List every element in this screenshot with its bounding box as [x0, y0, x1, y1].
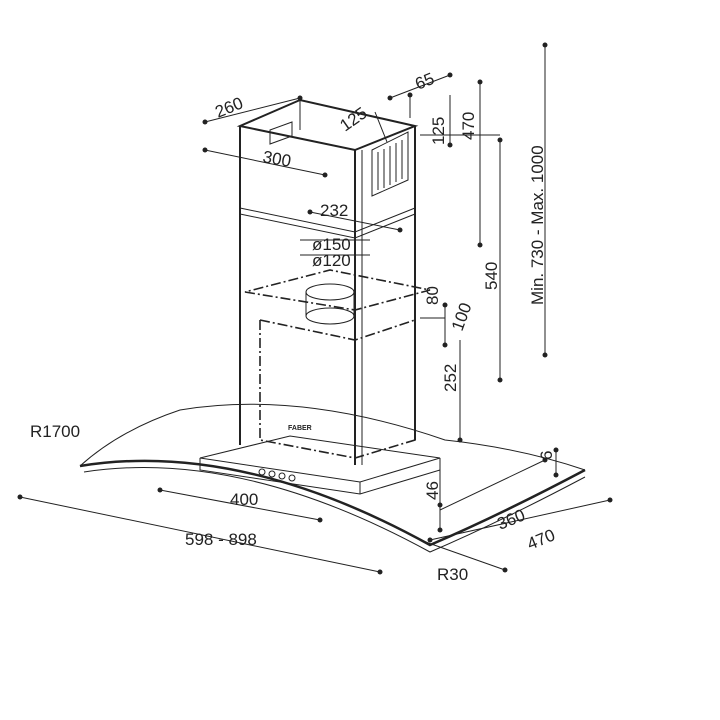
label-glass-width: 598 - 898: [185, 530, 257, 549]
label-chimney-width: 300: [261, 147, 292, 171]
vent-slots: [269, 121, 409, 197]
label-glass-depth: 470: [524, 525, 557, 553]
dimension-labels: 260 300 125 65 125 470 Min. 730 - Max. 1…: [30, 69, 558, 584]
glass-canopy: [79, 403, 586, 553]
label-vent-height: 125: [429, 117, 448, 145]
label-outlet-outer-diameter: ø150: [312, 235, 351, 254]
label-upper-chimney-height: 470: [459, 112, 478, 140]
label-base-height: 46: [423, 481, 442, 500]
label-vent-width: 65: [412, 69, 437, 94]
label-vent-offset: 125: [336, 103, 370, 135]
label-corner-radius: R30: [437, 565, 468, 584]
label-lower-height: 540: [482, 262, 501, 290]
chimney: [236, 98, 419, 465]
label-outlet-offset: 232: [320, 201, 348, 220]
label-body-height: 252: [441, 364, 460, 392]
label-glass-thickness: 6: [537, 451, 556, 460]
label-outlet-height: 80: [423, 286, 442, 305]
label-glass-radius: R1700: [30, 422, 80, 441]
brand-logo: FABER: [288, 425, 312, 432]
hood-body: FABER: [244, 269, 431, 459]
label-outlet-inner-diameter: ø120: [312, 251, 351, 270]
base-plate: [199, 435, 441, 495]
label-chimney-depth: 260: [212, 93, 245, 121]
label-base-depth: 360: [494, 505, 527, 533]
label-total-height: Min. 730 - Max. 1000: [528, 145, 547, 305]
dimension-lines: [17, 42, 613, 575]
control-buttons: [258, 468, 296, 482]
label-base-width: 400: [230, 490, 258, 509]
label-bracket-offset: 100: [448, 300, 476, 333]
